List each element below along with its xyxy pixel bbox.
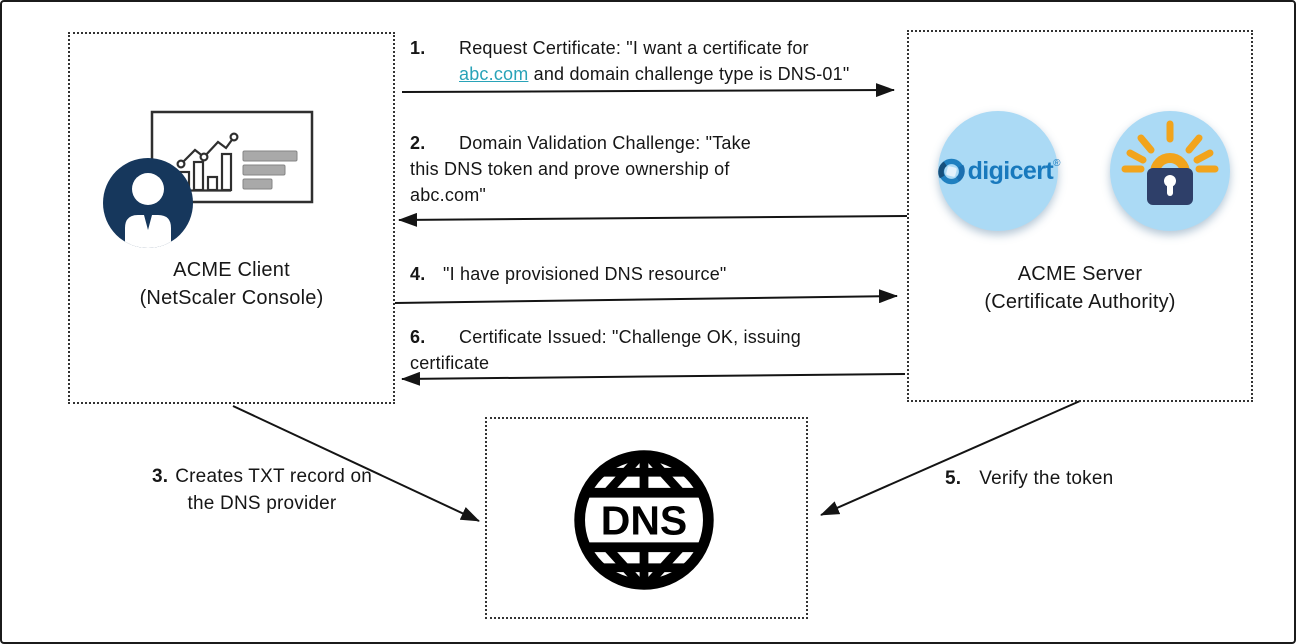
digicert-logo: digicert ® — [936, 111, 1061, 231]
step-4-line-1: 4. "I have provisioned DNS resource" — [410, 261, 930, 287]
acme-client-label-line1: ACME Client — [173, 259, 290, 281]
step-5-verify-token: 5. Verify the token — [945, 466, 1113, 492]
acme-client-box: ACME Client (NetScaler Console) — [68, 32, 395, 404]
step-3-number: 3. — [151, 466, 169, 487]
registered-trademark-symbol: ® — [1053, 157, 1061, 169]
step-2-line-1: 2. Domain Validation Challenge: "Take — [410, 130, 930, 156]
step-2-line-3: abc.com" — [410, 185, 487, 205]
step-2-domain-validation-challenge: 2. Domain Validation Challenge: "Take thi… — [410, 130, 930, 208]
acme-client-label-line2: (NetScaler Console) — [139, 287, 324, 309]
step-1-number: 1. — [410, 38, 426, 58]
lock-shackle — [1150, 153, 1190, 174]
acme-server-label-line2: (Certificate Authority) — [984, 291, 1176, 313]
digicert-wordmark: digicert — [967, 156, 1054, 185]
step-2-number: 2. — [410, 133, 426, 153]
acme-server-box: digicert ® ACM — [907, 30, 1253, 402]
step-1-line-1: 1. Request Certificate: "I want a certifi… — [410, 35, 930, 61]
keyhole — [1164, 175, 1176, 187]
step-1-request-certificate: 1. Request Certificate: "I want a certifi… — [410, 35, 930, 87]
step-1-text-rest: and domain challenge type is DNS-01" — [528, 64, 850, 84]
dns-globe-icon: DNS — [574, 450, 714, 590]
step-3-line-2: the DNS provider — [187, 493, 337, 514]
text-lines-icon — [242, 150, 298, 190]
dns-provider-box: DNS — [485, 417, 808, 619]
step-6-certificate-issued: 6. Certificate Issued: "Challenge OK, iss… — [410, 324, 930, 376]
dns-globe-label: DNS — [601, 498, 687, 544]
step-4-number: 4. — [410, 264, 426, 284]
step-5-text: Verify the token — [979, 468, 1114, 489]
digicert-logo-row: digicert ® — [936, 156, 1061, 187]
step-3-create-txt-record: 3. Creates TXT record on the DNS provider — [107, 463, 417, 517]
step-5-number: 5. — [945, 468, 962, 489]
step-6-text: Certificate Issued: "Challenge OK, issui… — [459, 327, 801, 347]
step-2-text: Domain Validation Challenge: "Take — [459, 133, 752, 153]
step-1-line-2: abc.com and domain challenge type is DNS… — [459, 61, 930, 87]
step-4-provisioned-dns: 4. "I have provisioned DNS resource" — [410, 261, 930, 287]
bar-chart-icon — [176, 132, 239, 192]
step-4-text: "I have provisioned DNS resource" — [443, 264, 727, 284]
abc-com-link[interactable]: abc.com — [459, 64, 529, 84]
step-6-line-2: certificate — [410, 353, 490, 373]
arrow-step5-verify — [820, 400, 1081, 516]
step-3-text: Creates TXT record on — [175, 466, 372, 487]
arrow-step2-challenge — [398, 212, 908, 227]
glowing-padlock-icon — [1121, 120, 1219, 205]
step-6-number: 6. — [410, 327, 426, 347]
user-dashboard-icon — [103, 110, 314, 248]
acme-client-label: ACME Client (NetScaler Console) — [70, 256, 393, 312]
step-1-text: Request Certificate: "I want a certifica… — [459, 38, 809, 58]
acme-server-label: ACME Server (Certificate Authority) — [909, 260, 1251, 316]
step-6-line-1: 6. Certificate Issued: "Challenge OK, iss… — [410, 324, 930, 350]
glow-rays — [1121, 120, 1219, 173]
arrow-step1-request — [401, 83, 895, 98]
step-3-line-1: 3. Creates TXT record on — [107, 463, 417, 490]
acme-server-label-line1: ACME Server — [1017, 263, 1143, 285]
glowing-padlock-badge — [1110, 111, 1230, 231]
arrow-step4-provisioned — [394, 289, 898, 304]
step-2-line-2: this DNS token and prove ownership of — [410, 159, 730, 179]
digicert-swirl-icon — [937, 158, 965, 184]
